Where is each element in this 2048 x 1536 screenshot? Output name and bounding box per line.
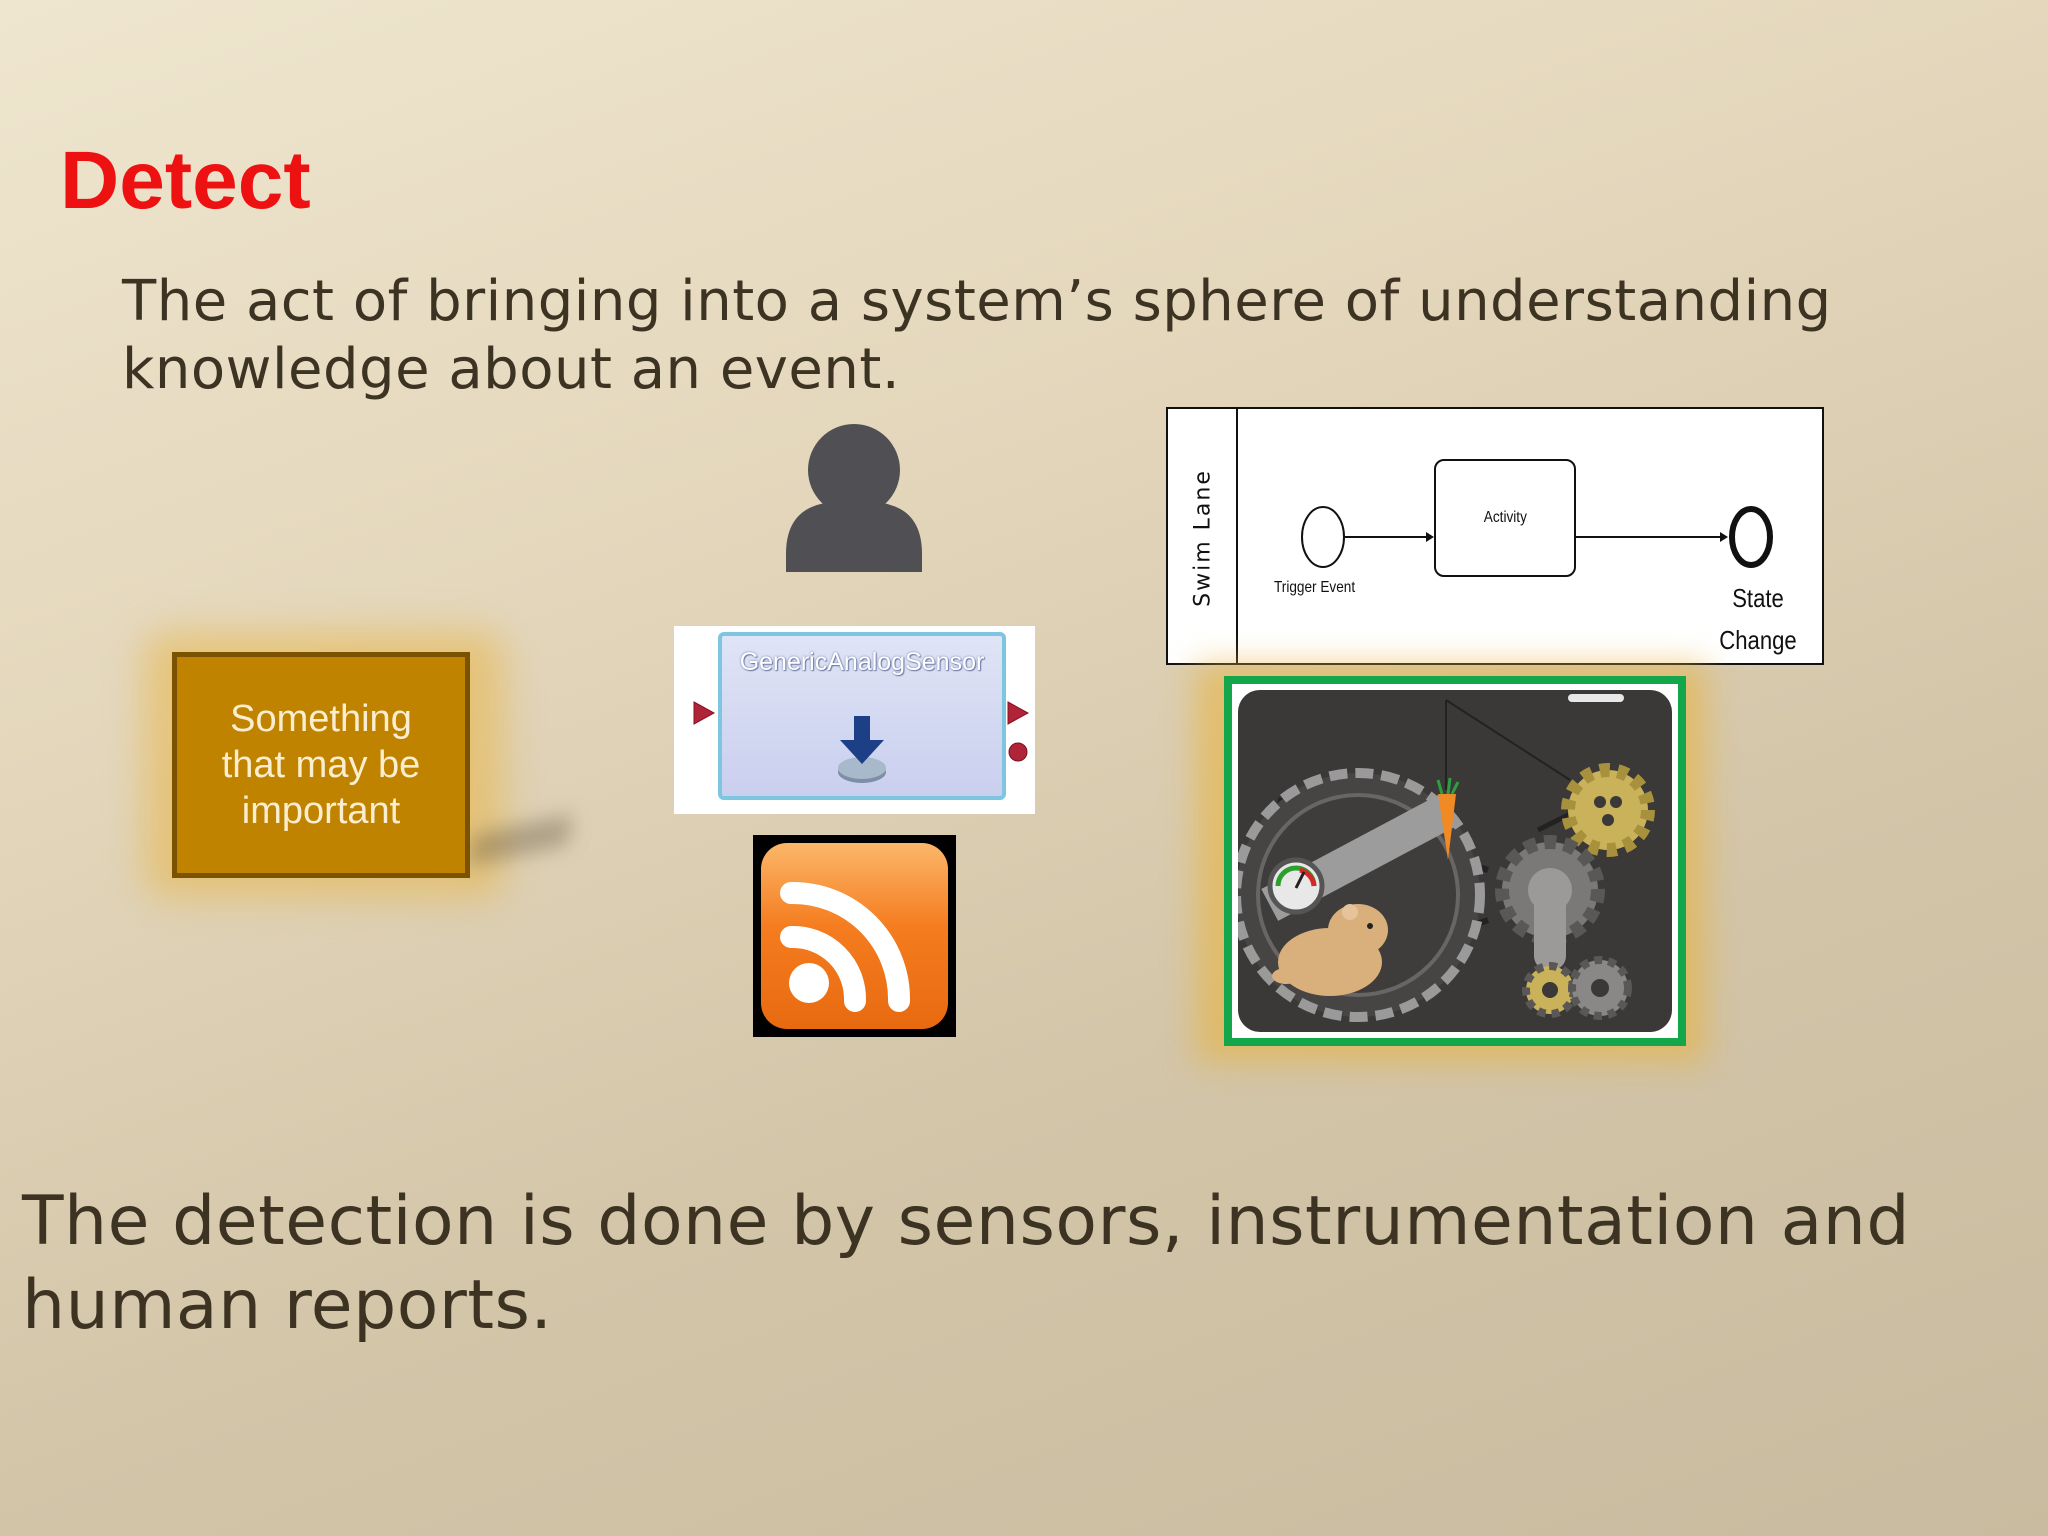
rss-feed-icon bbox=[761, 843, 948, 1029]
definition-text: The act of bringing into a system’s sphe… bbox=[122, 269, 1832, 402]
activity-label: Activity bbox=[1483, 509, 1527, 526]
lane-header bbox=[1168, 409, 1238, 663]
download-arrow-icon bbox=[838, 716, 886, 783]
trigger-label: Trigger Event bbox=[1274, 579, 1356, 596]
process-flow bbox=[1301, 506, 1773, 568]
conclusion-text: The detection is done by sensors, instru… bbox=[22, 1182, 1911, 1345]
hamster-wheel-illustration bbox=[1238, 690, 1672, 1032]
state-change-label: State Change bbox=[1719, 583, 1797, 655]
end-event-node bbox=[1729, 506, 1773, 568]
swimlane-diagram: Swim Lane Trigger Event Activity State C… bbox=[1166, 407, 1824, 665]
input-port-icon bbox=[693, 701, 716, 725]
sensor-block: GenericAnalogSensor bbox=[718, 632, 1006, 800]
note-text: Something that may be important bbox=[221, 698, 421, 832]
activity-box: Activity bbox=[1434, 459, 1576, 577]
output-port-icon bbox=[1007, 701, 1030, 725]
note-box: Something that may be important bbox=[172, 652, 470, 878]
machine-frame bbox=[1224, 676, 1686, 1046]
status-dot-icon bbox=[1008, 742, 1028, 762]
rss-frame bbox=[753, 835, 956, 1037]
sensor-title: GenericAnalogSensor bbox=[739, 648, 985, 676]
trigger-event-node bbox=[1301, 506, 1345, 568]
person-silhouette-icon bbox=[786, 424, 922, 572]
slide-title: Detect bbox=[60, 135, 311, 226]
